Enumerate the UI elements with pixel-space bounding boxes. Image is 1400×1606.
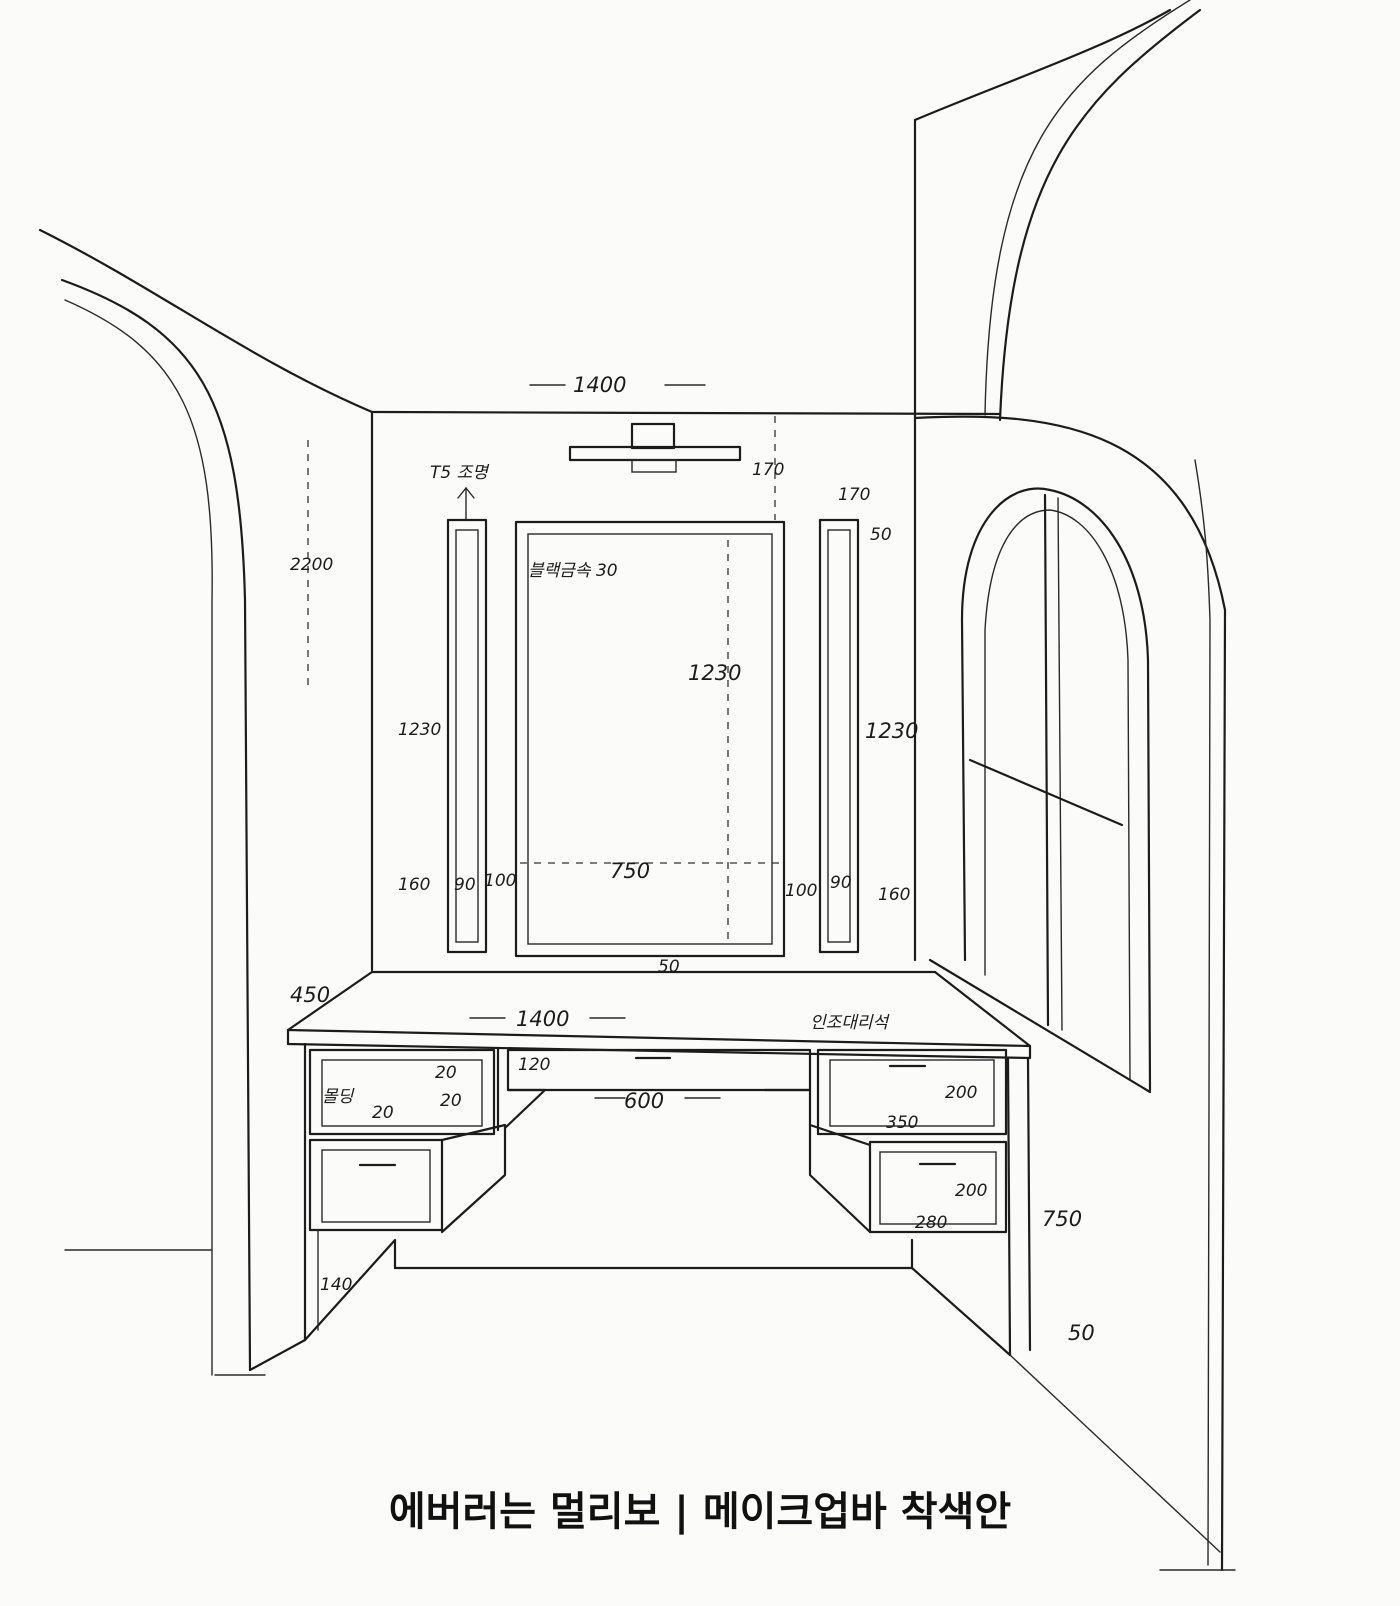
label-knee-w: 600 [624, 1089, 664, 1113]
label-counter-w: 1400 [516, 1007, 569, 1031]
label-gap-left-b: 100 [484, 871, 516, 891]
label-gap-right-b: 90 [830, 873, 852, 893]
right-cabinet [808, 1048, 1221, 1553]
back-wall-top [370, 410, 1002, 416]
label-drawer-h1: 200 [945, 1083, 977, 1103]
label-mold-c: 20 [372, 1103, 394, 1123]
side-lights [446, 486, 860, 954]
label-bottom-right: 160 [878, 885, 910, 905]
label-bottom-left: 160 [398, 875, 430, 895]
left-cabinet [303, 1042, 507, 1342]
center-drawer [393, 1048, 914, 1270]
floor-left [248, 1338, 307, 1372]
label-desk-h: 750 [1042, 1207, 1082, 1231]
label-wall-width: 1400 [573, 373, 626, 397]
label-counter-gap: 50 [658, 957, 680, 977]
label-gap-left-a: 90 [454, 875, 476, 895]
window [928, 487, 1152, 1094]
label-side-h-left: 1230 [398, 720, 441, 740]
label-mold-a: 20 [435, 1063, 457, 1083]
label-drawer-h2: 200 [955, 1181, 987, 1201]
label-molding: 몰딩 [322, 1087, 355, 1107]
sketch-title: 에버러는 멀리보 | 메이크업바 착색안 [389, 1489, 1012, 1536]
label-gap-right-a: 100 [785, 881, 817, 901]
right-arch [913, 0, 1236, 1572]
left-arch [38, 228, 374, 1376]
label-drawer-w2: 280 [915, 1213, 947, 1233]
label-mirror-w: 750 [610, 859, 650, 883]
label-wall-height: 2200 [290, 555, 333, 575]
label-side-w: 50 [870, 525, 892, 545]
label-mold-b: 20 [440, 1091, 462, 1111]
label-mirror-h: 1230 [688, 661, 741, 685]
label-side-h-right: 1230 [865, 719, 918, 743]
label-t5: T5 조명 [430, 463, 490, 483]
label-frame-note: 블랙금속 30 [528, 561, 618, 581]
label-toe: 140 [320, 1275, 352, 1295]
light-fixture [568, 422, 742, 473]
counter [286, 970, 1032, 1060]
label-top-depth: 450 [290, 983, 330, 1007]
label-drawer-w1: 350 [886, 1113, 918, 1133]
label-desk-base: 50 [1068, 1321, 1095, 1345]
label-light-h: 170 [752, 460, 784, 480]
label-side-top: 170 [838, 485, 870, 505]
mirror [514, 520, 786, 958]
label-mold-d: 120 [518, 1055, 550, 1075]
label-material: 인조대리석 [810, 1013, 891, 1033]
